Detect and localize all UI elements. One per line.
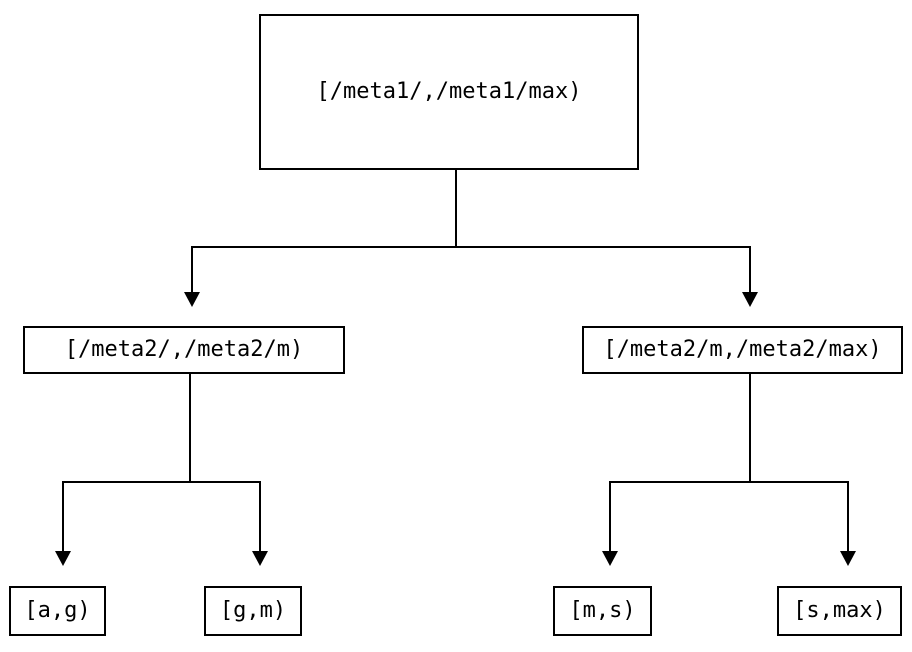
edge-right-crossbar [609,481,849,483]
node-leaf-ms: [m,s) [553,586,652,636]
arrowhead-leaf-gm-icon [252,551,268,566]
arrowhead-leaf-smax-icon [840,551,856,566]
edge-left-right-drop [259,481,261,551]
edge-left-stem [189,374,191,481]
arrowhead-right-meta2-icon [742,292,758,307]
edge-right-stem [749,374,751,481]
node-root: [/meta1/,/meta1/max) [259,14,639,170]
node-leaf-gm: [g,m) [204,586,302,636]
arrowhead-leaf-ms-icon [602,551,618,566]
edge-root-crossbar [191,246,751,248]
node-right-meta2: [/meta2/m,/meta2/max) [582,326,903,374]
edge-left-left-drop [62,481,64,551]
node-leaf-ag: [a,g) [9,586,106,636]
node-leaf-smax: [s,max) [777,586,902,636]
edge-right-left-drop [609,481,611,551]
edge-root-stem [455,170,457,246]
arrowhead-left-meta2-icon [184,292,200,307]
edge-left-crossbar [62,481,261,483]
edge-right-right-drop [847,481,849,551]
arrowhead-leaf-ag-icon [55,551,71,566]
node-left-meta2: [/meta2/,/meta2/m) [23,326,345,374]
edge-root-right-drop [749,246,751,292]
edge-root-left-drop [191,246,193,292]
